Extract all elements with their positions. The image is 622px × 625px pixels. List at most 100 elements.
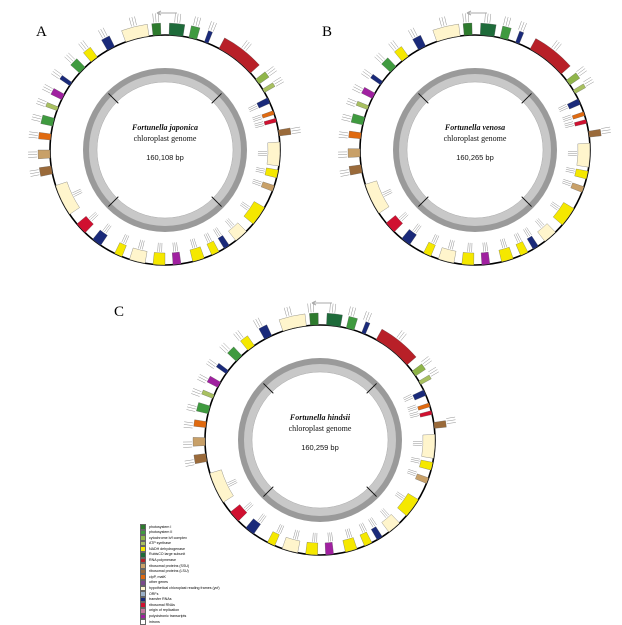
gene-label-mark — [411, 461, 420, 463]
gene-label-mark — [74, 192, 82, 196]
genome-size: 160,265 bp — [405, 152, 545, 163]
gene-block — [172, 252, 181, 265]
gene-label-mark — [228, 481, 236, 485]
gene-label-mark — [330, 532, 331, 541]
gene-label-mark — [138, 240, 140, 249]
gene-label-mark — [523, 23, 526, 31]
gene-block — [438, 248, 456, 263]
gene-label-mark — [368, 519, 373, 527]
gene-block — [382, 58, 396, 72]
panel-label-b: B — [322, 24, 332, 41]
gene-label-mark — [340, 170, 349, 171]
gene-block — [152, 23, 161, 36]
gene-label-mark — [380, 511, 386, 518]
gene-label-mark — [79, 44, 85, 51]
gene-label-mark — [211, 22, 214, 30]
gene-label-mark — [518, 21, 521, 29]
gene-label-mark — [280, 526, 283, 534]
gene-label-mark — [255, 124, 264, 126]
gene-label-mark — [89, 212, 96, 218]
gene-block — [278, 128, 291, 136]
gene-label-mark — [31, 120, 40, 122]
genome-size: 160,108 bp — [95, 152, 235, 163]
gene-label-mark — [332, 304, 333, 313]
gene-label-mark — [65, 57, 72, 63]
gene-label-mark — [292, 132, 301, 133]
gene-block — [262, 111, 275, 119]
gene-block — [309, 313, 318, 325]
gene-label-mark — [389, 44, 395, 51]
gene-block — [56, 182, 80, 214]
gene-block — [207, 376, 221, 387]
gene-label-mark — [376, 55, 382, 61]
gene-label-mark — [217, 227, 222, 234]
gene-label-mark — [523, 229, 528, 237]
genome-subtitle: chloroplast genome — [405, 133, 545, 144]
gene-label-mark — [193, 388, 201, 391]
gene-block — [500, 26, 511, 40]
gene-block — [362, 322, 370, 335]
gene-block — [325, 542, 334, 555]
gene-block — [365, 181, 389, 214]
gene-label-mark — [487, 14, 488, 23]
gene-block — [306, 542, 318, 555]
gene-label-mark — [402, 215, 408, 221]
gene-block — [397, 493, 418, 515]
gene-label-mark — [345, 529, 347, 538]
gene-label-mark — [180, 14, 181, 23]
gene-label-mark — [188, 404, 197, 406]
gene-label-mark — [184, 427, 193, 428]
gene-label-mark — [517, 233, 521, 241]
gene-label-mark — [339, 137, 348, 138]
gene-label-mark — [359, 524, 363, 532]
gene-label-mark — [342, 117, 351, 119]
legend-label: RubisCO large subunit — [149, 552, 185, 557]
gene-block — [349, 165, 362, 175]
gene-label-mark — [401, 334, 407, 341]
gene-label-mark — [135, 16, 137, 25]
gene-label-mark — [602, 130, 611, 131]
gene-label-mark — [395, 495, 402, 500]
gene-label-mark — [450, 240, 452, 249]
gene-label-mark — [445, 16, 447, 25]
gene-label-mark — [384, 192, 392, 196]
gene-label-mark — [332, 532, 333, 541]
gene-label-mark — [347, 101, 355, 104]
gene-label-mark — [439, 18, 441, 27]
gene-label-mark — [90, 213, 97, 219]
gene-label-mark — [508, 18, 510, 27]
gene-label-mark — [340, 172, 349, 174]
gene-label-mark — [266, 66, 273, 71]
gene-block — [93, 230, 108, 245]
legend-label: ribosomal RNAs — [149, 603, 175, 608]
gene-label-mark — [73, 191, 81, 195]
gene-label-mark — [560, 108, 568, 112]
legend-label: RNA polymerase — [149, 558, 176, 563]
gene-label-mark — [291, 127, 300, 129]
gene-block — [216, 363, 228, 373]
gene-label-mark — [293, 530, 295, 539]
gene-label-mark — [191, 393, 199, 396]
gene-block — [194, 454, 207, 464]
gene-label-mark — [190, 239, 192, 248]
gene-label-mark — [81, 42, 87, 49]
gene-label-mark — [348, 306, 350, 315]
gene-label-mark — [483, 243, 484, 252]
gene-label-mark — [29, 137, 38, 138]
genome-subtitle: chloroplast genome — [250, 423, 390, 434]
gene-label-mark — [268, 69, 275, 74]
gene-block — [402, 229, 417, 244]
gene-label-mark — [341, 120, 350, 122]
gene-label-mark — [287, 307, 289, 316]
direction-arrow-icon — [157, 11, 177, 15]
gene-label-mark — [514, 234, 518, 242]
gene-label-mark — [351, 307, 353, 316]
gene-label-mark — [554, 42, 560, 49]
gene-label-mark — [196, 17, 198, 26]
gene-label-mark — [236, 332, 242, 339]
gene-label-mark — [363, 71, 370, 76]
gene-block — [38, 132, 51, 140]
gene-label-mark — [403, 394, 411, 398]
gene-label-mark — [284, 308, 286, 317]
